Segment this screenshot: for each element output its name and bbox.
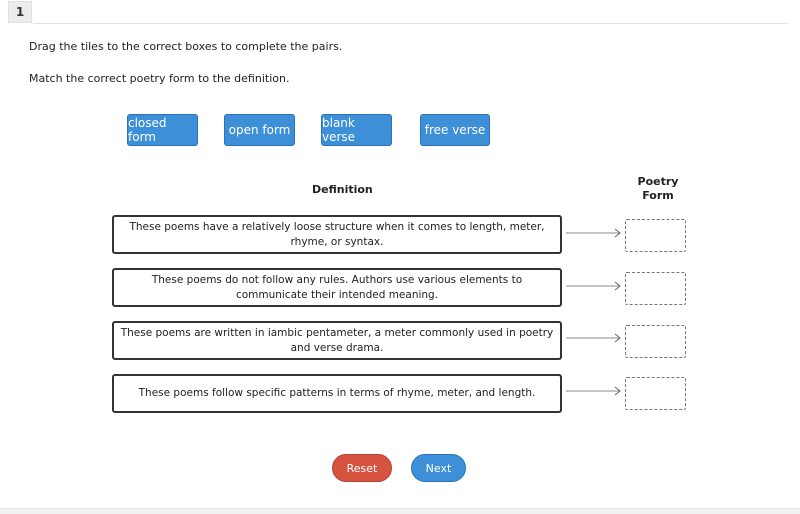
definition-box-2: These poems do not follow any rules. Aut…	[112, 268, 562, 307]
question-number: 1	[8, 1, 32, 23]
arrow-right-icon	[566, 281, 621, 291]
drop-target-2[interactable]	[625, 272, 686, 305]
footer-bar	[0, 508, 800, 514]
definition-text: These poems follow specific patterns in …	[138, 387, 536, 399]
header-divider	[33, 23, 788, 24]
tile-blank-verse[interactable]: blank verse	[321, 114, 392, 146]
definition-box-3: These poems are written in iambic pentam…	[112, 321, 562, 360]
tile-free-verse[interactable]: free verse	[420, 114, 490, 146]
definition-text: These poems have a relatively loose stru…	[129, 220, 545, 248]
drop-target-4[interactable]	[625, 377, 686, 410]
arrow-right-icon	[566, 228, 621, 238]
reset-button[interactable]: Reset	[332, 454, 392, 482]
definition-text: These poems are written in iambic pentam…	[120, 326, 554, 354]
next-button[interactable]: Next	[411, 454, 466, 482]
drop-target-1[interactable]	[625, 219, 686, 252]
tile-closed-form[interactable]: closed form	[127, 114, 198, 146]
instruction-drag: Drag the tiles to the correct boxes to c…	[29, 40, 343, 53]
definition-box-1: These poems have a relatively loose stru…	[112, 215, 562, 254]
definition-text: These poems do not follow any rules. Aut…	[151, 273, 523, 301]
poetry-form-column-header: Poetry Form	[637, 175, 679, 202]
definition-box-4: These poems follow specific patterns in …	[112, 374, 562, 413]
instruction-match: Match the correct poetry form to the def…	[29, 72, 290, 85]
drop-target-3[interactable]	[625, 325, 686, 358]
tile-open-form[interactable]: open form	[224, 114, 295, 146]
definition-column-header: Definition	[312, 183, 373, 196]
arrow-right-icon	[566, 386, 621, 396]
arrow-right-icon	[566, 333, 621, 343]
